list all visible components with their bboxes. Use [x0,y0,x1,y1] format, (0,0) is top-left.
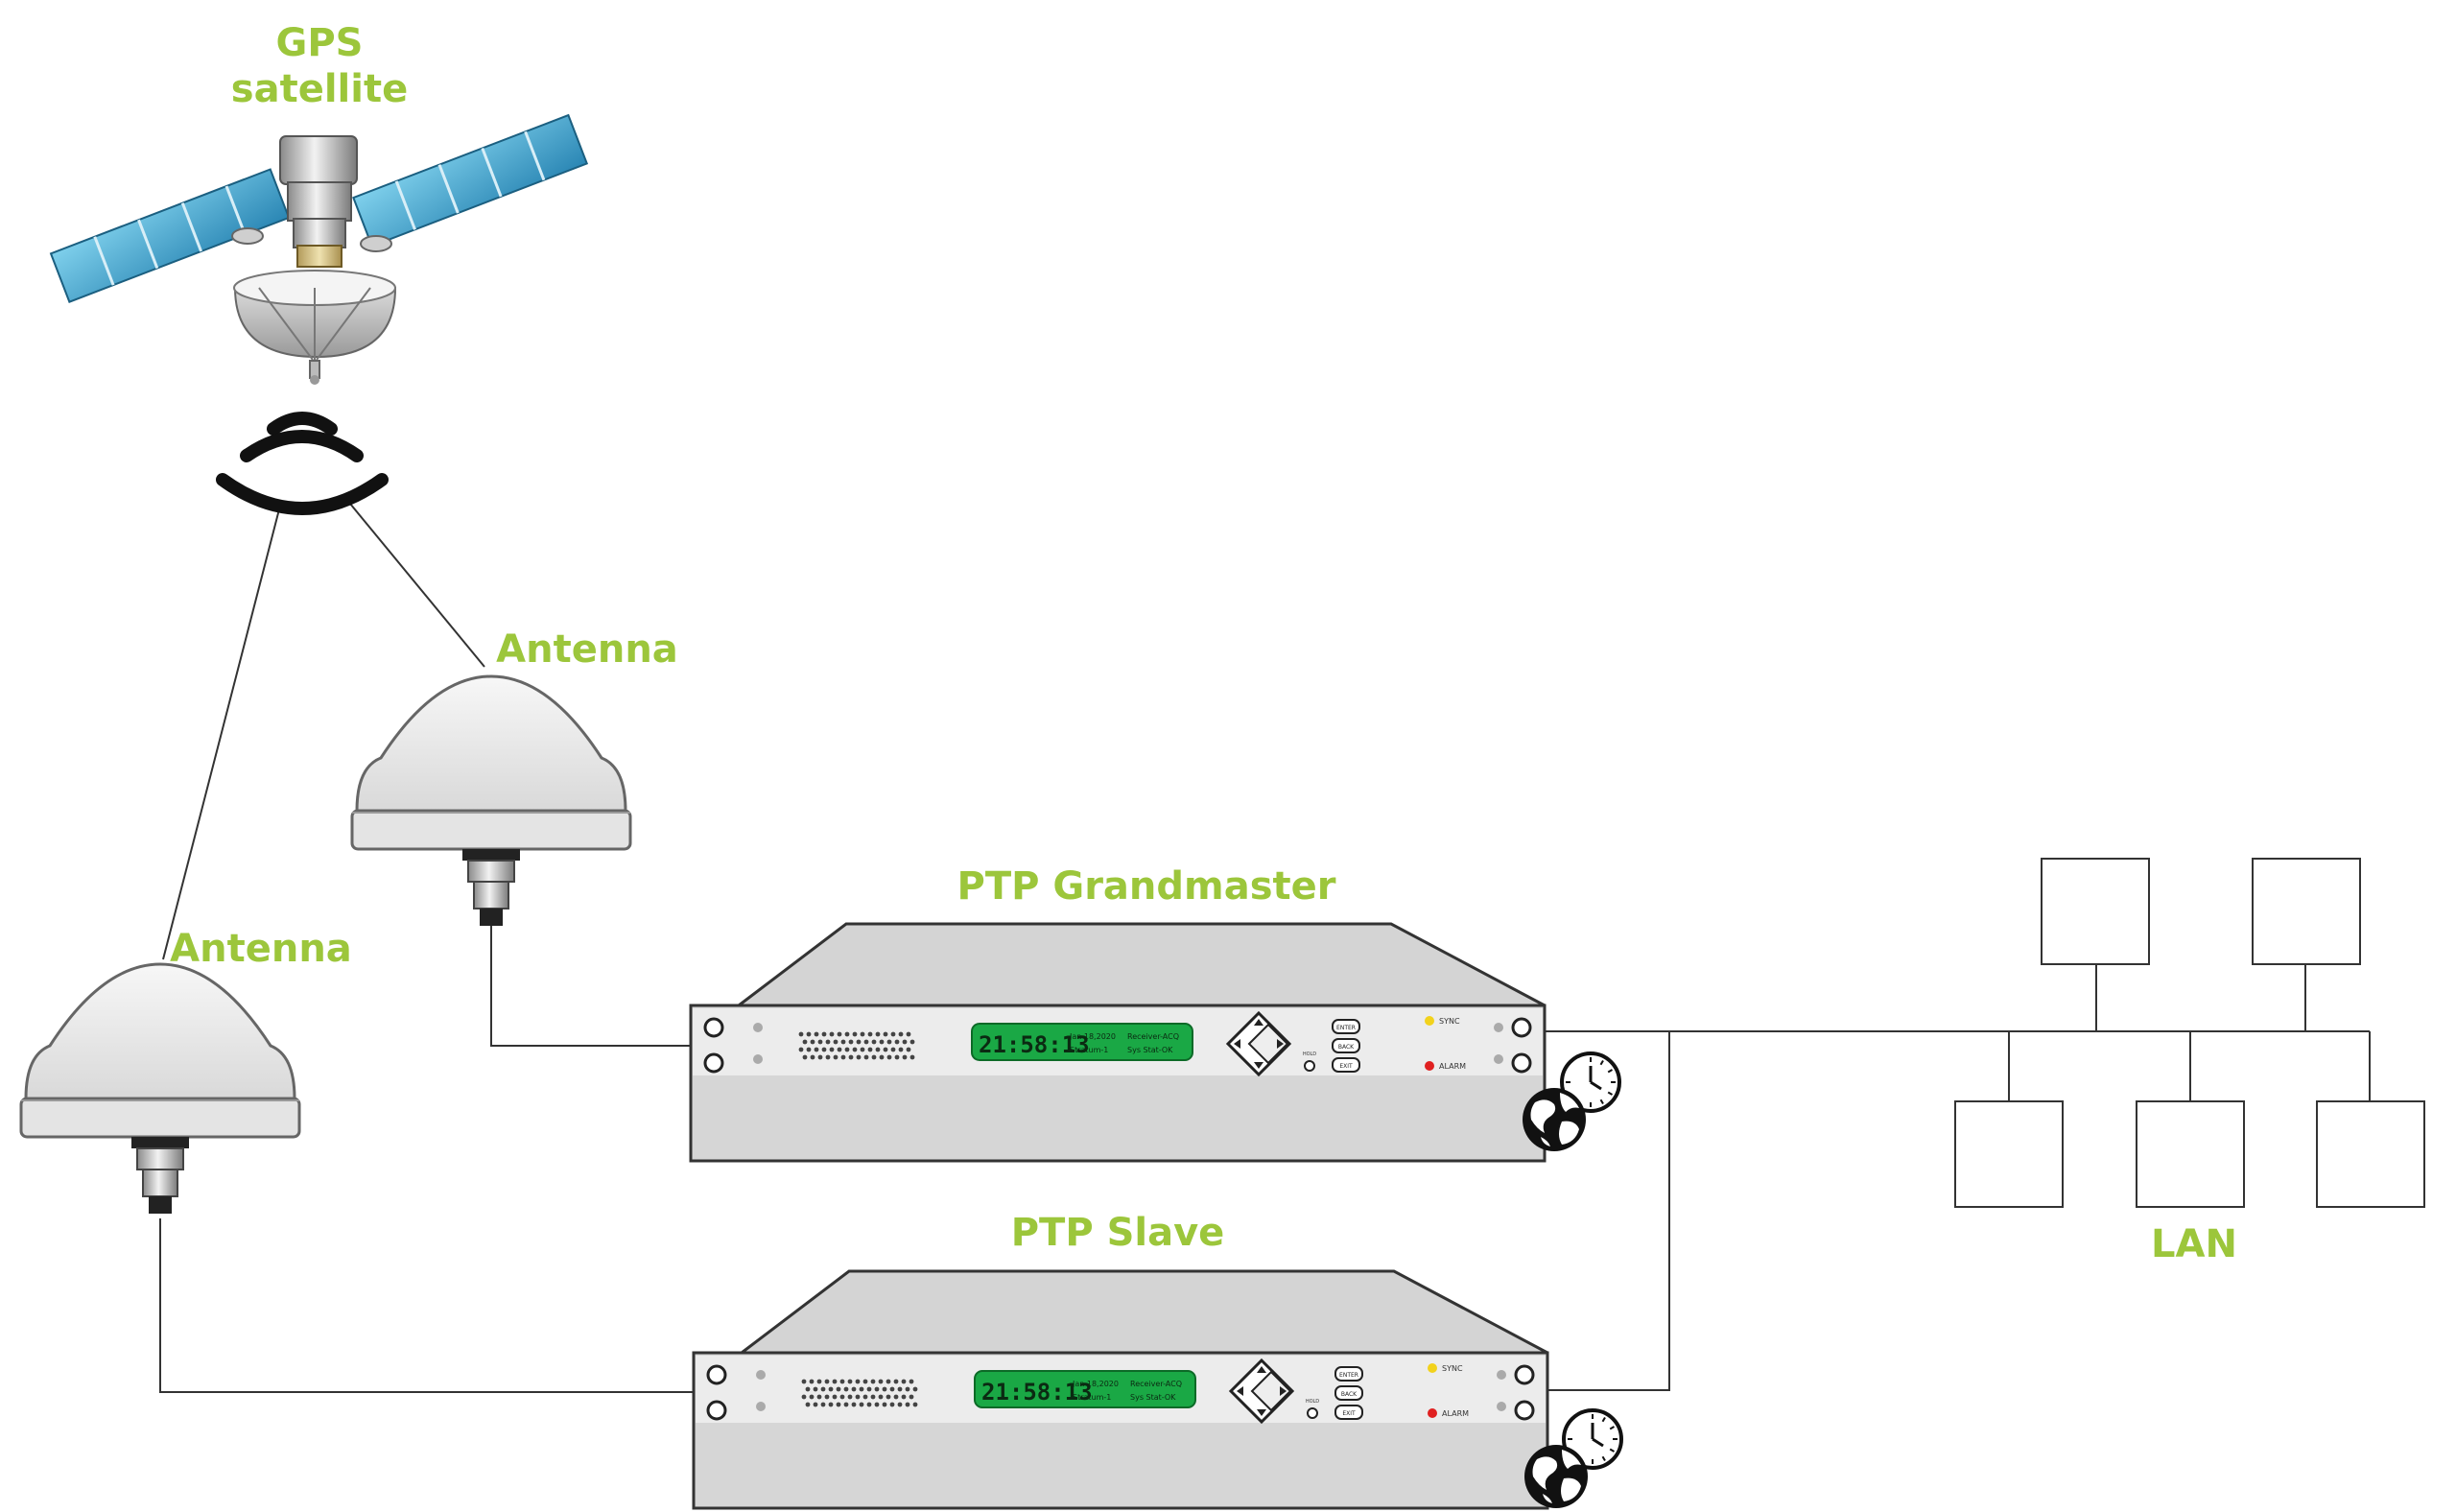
lan-node-icon [2136,1100,2245,1208]
alarm-led [1425,1061,1434,1071]
exit-button[interactable] [1334,1405,1363,1420]
lcd-display [971,1023,1193,1061]
antenna-upper-label: Antenna [496,627,678,672]
navigation-pad[interactable] [1225,1010,1292,1077]
lcd-stratum: Stratum-1 [1073,1393,1111,1402]
lan-label: LAN [2151,1222,2237,1266]
back-button-label: BACK [1341,1391,1358,1398]
sync-led [1425,1016,1434,1026]
lcd-date: Jan 18,2020 [1072,1380,1119,1388]
back-button[interactable] [1332,1038,1360,1053]
lan-node-icon [2041,858,2150,965]
enter-button[interactable] [1332,1019,1360,1034]
antenna-lower-label: Antenna [170,927,352,971]
gps-satellite-label-line2: satellite [231,67,408,111]
slave-to-lan-line [1543,1031,1670,1391]
lan-nodes [1954,858,2425,1208]
vent-grille [801,1379,918,1407]
upper-antenna-to-grandmaster-cable [490,926,693,1047]
lcd-stratum: Stratum-1 [1070,1046,1108,1054]
lower-antenna-to-slave-cable [159,1218,696,1393]
hold-button[interactable] [1304,1060,1315,1072]
exit-button-label: EXIT [1339,1063,1353,1070]
enter-button[interactable] [1334,1366,1363,1382]
enter-button-label: ENTER [1336,1025,1356,1031]
navigation-pad[interactable] [1228,1358,1295,1425]
hold-button-label: HOLD [1306,1399,1319,1405]
gps-antenna-icon [350,674,632,926]
exit-button[interactable] [1332,1057,1360,1073]
lcd-receiver-status: Receiver-ACQ [1127,1032,1179,1041]
sync-led-label: SYNC [1439,1017,1460,1026]
wireless-signal-icon [216,412,389,515]
alarm-led [1428,1408,1437,1418]
gps-satellite-label-line1: GPS [276,21,364,65]
globe-icon [1524,1445,1588,1508]
signal-to-upper-antenna-line [349,503,485,668]
hold-button[interactable] [1307,1407,1318,1419]
connection-lines [159,503,2371,1393]
back-button[interactable] [1334,1385,1363,1401]
satellite-icon [49,113,589,385]
lan-node-icon [2316,1100,2425,1208]
hold-button-label: HOLD [1303,1051,1316,1057]
lcd-date: Jan 18,2020 [1069,1032,1116,1041]
lcd-receiver-status: Receiver-ACQ [1130,1380,1182,1388]
enter-button-label: ENTER [1339,1372,1358,1379]
ptp-slave-device: 21:58:13 Jan 18,2020 Receiver-ACQ Stratu… [692,1269,1549,1510]
back-button-label: BACK [1338,1044,1355,1051]
lcd-time: 21:58:13 [979,1031,1090,1058]
alarm-led-label: ALARM [1442,1409,1469,1418]
lcd-system-status: Sys Stat-OK [1127,1046,1173,1054]
lcd-time: 21:58:13 [981,1379,1093,1406]
slave-label: PTP Slave [1011,1211,1225,1255]
lcd-system-status: Sys Stat-OK [1130,1393,1176,1402]
lan-node-icon [1954,1100,2064,1208]
gps-antenna-icon [19,962,301,1214]
lcd-display [974,1370,1196,1408]
exit-button-label: EXIT [1342,1410,1356,1417]
grandmaster-label: PTP Grandmaster [957,864,1336,909]
alarm-led-label: ALARM [1439,1062,1466,1071]
clock-icon [1562,1408,1623,1470]
lan-node-icon [2252,858,2361,965]
sync-led [1428,1363,1437,1373]
clock-icon [1560,1051,1621,1113]
sync-led-label: SYNC [1442,1364,1463,1373]
ptp-grandmaster-device: 21:58:13 Jan 18,2020 Receiver-ACQ Stratu… [689,922,1547,1163]
globe-icon [1523,1088,1586,1151]
vent-grille [798,1031,915,1060]
signal-to-lower-antenna-line [162,505,281,960]
